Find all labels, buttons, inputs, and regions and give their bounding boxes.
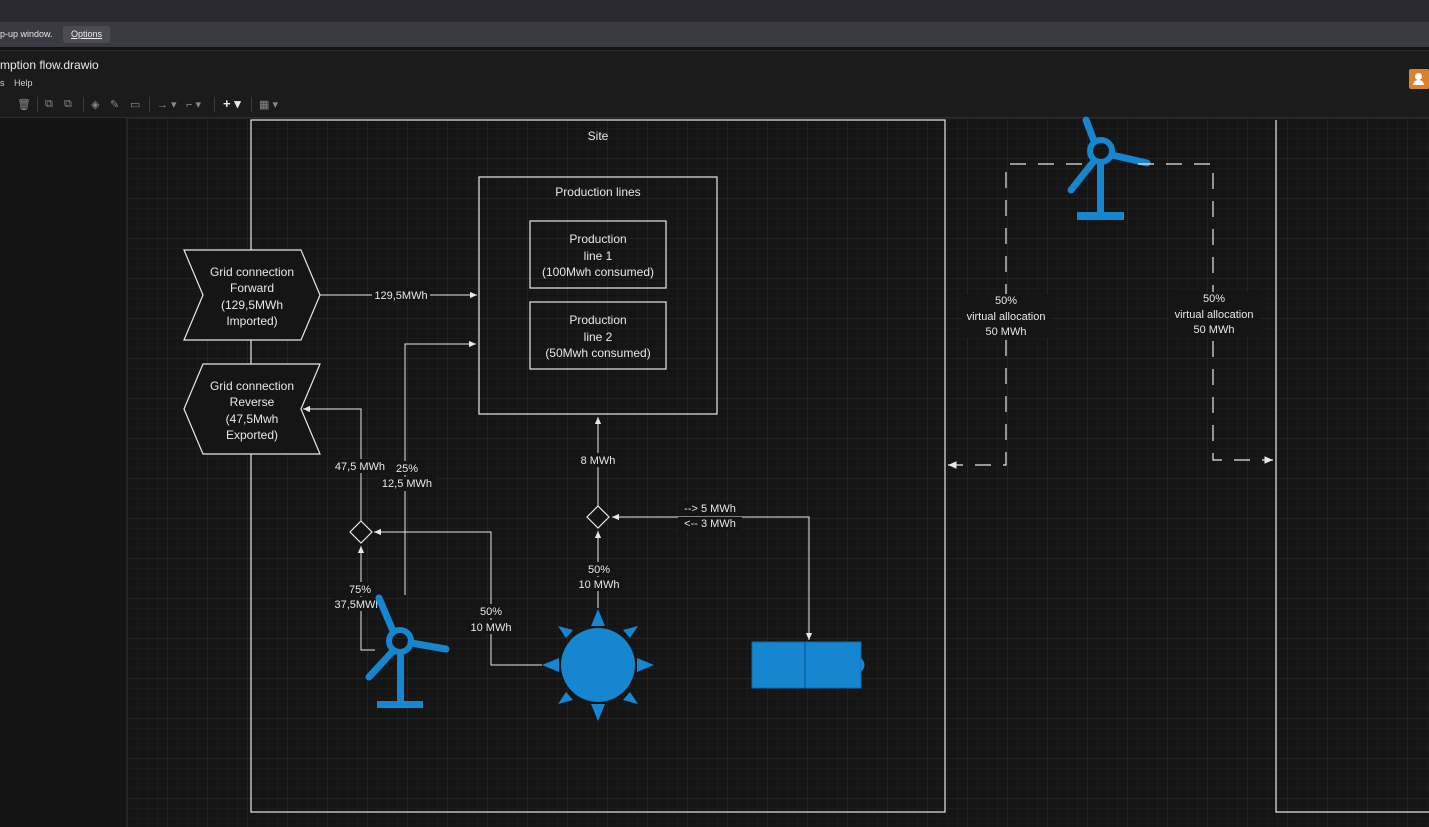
- edge-label-bg: [332, 597, 384, 611]
- menu-item-extras[interactable]: s: [0, 78, 5, 88]
- wind-turbine-icon[interactable]: [1067, 116, 1151, 220]
- edge-wind-to-hub[interactable]: [357, 546, 375, 651]
- edge-label-virtual-right-3: 50 MWh: [1194, 324, 1235, 336]
- neighbor-site-container[interactable]: [1275, 120, 1429, 813]
- toolbar-divider: [83, 97, 84, 112]
- fill-color-icon[interactable]: ◈: [91, 99, 100, 111]
- edge-export[interactable]: [303, 405, 362, 521]
- delete-icon[interactable]: 🗑: [17, 99, 31, 111]
- edge-label-virtual-left-2: virtual allocation: [967, 311, 1046, 323]
- edge-label-bg: [331, 459, 389, 473]
- production-lines-title: Production lines: [555, 185, 640, 199]
- edge-label-battery-2: <-- 3 MWh: [684, 518, 736, 530]
- edge-label-wind-hub-2: 37,5MWh: [334, 599, 381, 611]
- line2-label-1: Production: [569, 313, 626, 327]
- battery-icon[interactable]: [751, 641, 865, 689]
- edge-label-bg: [380, 477, 436, 491]
- grid-reverse-label-2: Reverse: [230, 395, 275, 409]
- edge-label-solar-wind-2: 10 MWh: [471, 622, 512, 634]
- edge-label-bg: [345, 582, 375, 596]
- edge-label-wind-lines-2: 12,5 MWh: [382, 478, 432, 490]
- grid-forward-shape[interactable]: [183, 249, 321, 341]
- grid-forward-label-4: Imported): [226, 314, 277, 328]
- line-color-icon[interactable]: ✎: [110, 99, 120, 111]
- production-line-2[interactable]: [529, 301, 667, 370]
- wind-turbine-icon[interactable]: [365, 594, 450, 708]
- edge-label-bg: [476, 604, 506, 618]
- site-title: Site: [588, 129, 609, 143]
- line2-label-3: (50Mwh consumed): [545, 346, 650, 360]
- popup-notice-bar: p-up window.: [0, 22, 1429, 47]
- grid-forward-label-3: (129,5MWh: [221, 298, 283, 312]
- edge-label-solar-hub-2: 10 MWh: [579, 579, 620, 591]
- popup-notice-text: p-up window.: [0, 29, 53, 39]
- line1-label-3: (100Mwh consumed): [542, 265, 654, 279]
- line1-label-2: line 1: [584, 249, 613, 263]
- edge-label-bg: [372, 288, 430, 302]
- edge-label-bg: [678, 502, 742, 515]
- grid-forward-label-1: Grid connection: [210, 265, 294, 279]
- edge-label-virtual-left-3: 50 MWh: [986, 326, 1027, 338]
- grid-reverse-label-3: (47,5Mwh: [226, 412, 279, 426]
- edge-label-bg: [576, 577, 622, 591]
- edge-label-import: 129,5MWh: [374, 290, 427, 302]
- toolbar: [0, 93, 1429, 118]
- edge-label-virtual-right-2: virtual allocation: [1175, 309, 1254, 321]
- edge-label-bg: [466, 620, 516, 634]
- app-title-bar: [0, 50, 1429, 93]
- document-title[interactable]: mption flow.drawio: [0, 58, 99, 72]
- edge-label-battery-1: --> 5 MWh: [684, 503, 736, 515]
- solar-split-node[interactable]: [586, 505, 610, 529]
- edge-label-solar-wind-1: 50%: [480, 606, 502, 618]
- edge-label-bg: [576, 453, 620, 467]
- edge-virtual-right[interactable]: [1138, 163, 1273, 464]
- toolbar-divider: [251, 97, 252, 112]
- browser-top-bar: [0, 0, 1429, 22]
- edge-battery-hub[interactable]: [612, 513, 813, 640]
- edge-label-wind-hub-1: 75%: [349, 584, 371, 596]
- wind-split-node[interactable]: [349, 520, 373, 544]
- edge-label-solar-hub-1: 50%: [588, 564, 610, 576]
- shapes-sidebar: [0, 118, 127, 827]
- insert-button[interactable]: + ▾: [223, 96, 241, 111]
- edge-label-bg: [962, 294, 1052, 338]
- toolbar-divider: [214, 97, 215, 112]
- table-icon[interactable]: ▦ ▾: [259, 99, 278, 111]
- toolbar-divider: [149, 97, 150, 112]
- line2-label-2: line 2: [584, 330, 613, 344]
- edge-label-bg: [392, 461, 418, 475]
- to-front-icon[interactable]: ⧉: [45, 98, 53, 110]
- edge-label-bg: [585, 562, 613, 576]
- connection-icon[interactable]: → ▾: [157, 99, 177, 111]
- edge-label-export: 47,5 MWh: [335, 461, 385, 473]
- production-lines-box[interactable]: [478, 176, 718, 415]
- grid-reverse-shape[interactable]: [183, 363, 321, 455]
- grid-reverse-label-4: Exported): [226, 428, 278, 442]
- menu-item-help[interactable]: Help: [14, 78, 33, 88]
- waypoints-icon[interactable]: ⌐ ▾: [186, 99, 202, 111]
- edge-label-hub-lines: 8 MWh: [581, 455, 616, 467]
- edge-label-bg: [1170, 292, 1260, 336]
- edge-label-virtual-left-1: 50%: [995, 295, 1017, 307]
- grid-reverse-label-1: Grid connection: [210, 379, 294, 393]
- line1-label-1: Production: [569, 232, 626, 246]
- grid-forward-label-2: Forward: [230, 281, 274, 295]
- toolbar-divider: [37, 97, 38, 112]
- shadow-icon[interactable]: ▭: [130, 99, 141, 111]
- options-button[interactable]: Options: [63, 26, 111, 43]
- edge-label-bg: [678, 517, 742, 530]
- sun-icon[interactable]: [542, 609, 654, 721]
- edge-label-wind-lines-1: 25%: [396, 463, 418, 475]
- edge-solar-to-wind-hub[interactable]: [374, 528, 542, 666]
- user-icon[interactable]: [1409, 69, 1429, 89]
- edge-label-virtual-right-1: 50%: [1203, 293, 1225, 305]
- edge-wind-to-lines[interactable]: [404, 340, 476, 595]
- to-back-icon[interactable]: ⧉: [64, 98, 72, 110]
- production-line-1[interactable]: [529, 220, 667, 289]
